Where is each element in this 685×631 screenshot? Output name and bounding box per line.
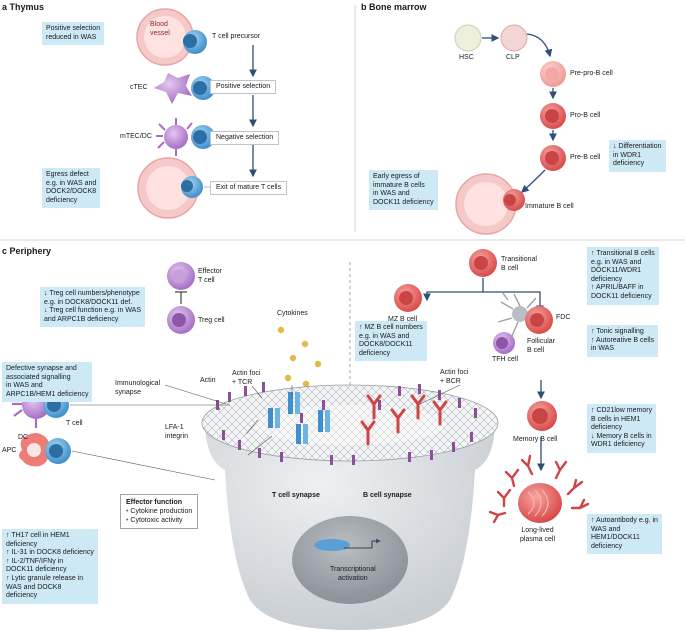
t-cell-label: T cell — [66, 420, 83, 427]
transitional-b-label: Transitional B cell — [501, 256, 537, 272]
synapse-leaders — [70, 384, 461, 481]
immature-b-label: Immature B cell — [525, 203, 574, 210]
tcr-receptors — [268, 392, 330, 444]
exit-mature-t-step: Exit of mature T cells — [210, 181, 288, 195]
effector-item-bullet: • — [126, 517, 129, 524]
positive-selection-step: Positive selection — [210, 80, 277, 94]
memory-b-label: Memory B cell — [513, 436, 558, 443]
apc-label: APC — [2, 447, 17, 454]
pre-pro-b-icon — [540, 61, 566, 87]
pro-b-icon — [540, 103, 566, 129]
actin-label: Actin — [200, 377, 216, 384]
apc-icon — [19, 433, 50, 467]
b-cell-synapse-label: B cell synapse — [363, 492, 412, 499]
pre-b-icon — [540, 145, 566, 171]
effector-t-icon — [167, 262, 195, 290]
bm-blood-vessel-icon — [455, 173, 517, 235]
mz-b-icon — [394, 284, 422, 312]
box-cd21: ↑ CD21low memory B cells in HEM1 deficie… — [587, 404, 657, 453]
effector-item-bullet: • — [126, 508, 129, 515]
t-cell-apc-icon — [45, 438, 71, 464]
t-cell-precursor-label: T cell precursor — [212, 33, 261, 40]
mature-t-cell-icon — [181, 176, 203, 198]
pre-b-label: Pre-B cell — [570, 154, 601, 161]
receptor-ring — [216, 382, 477, 465]
clp-label: CLP — [506, 54, 520, 61]
ctec-label: cTEC — [130, 84, 148, 91]
actin-foci-tcr-label: Actin foci + TCR — [232, 370, 261, 386]
hsc-label: HSC — [459, 54, 474, 61]
tfh-label: TFH cell — [492, 356, 519, 363]
treg-icon — [167, 306, 195, 334]
effector-function-title: Effector function — [126, 499, 182, 506]
clp-icon — [500, 24, 528, 52]
follicular-b-label: Follicular B cell — [527, 338, 556, 354]
effector-t-label: Effector T cell — [198, 268, 222, 284]
treg-label: Treg cell — [198, 317, 225, 324]
t-cell-precursor-icon — [183, 30, 207, 54]
plasma-cell-label: Long-lived plasma cell — [520, 527, 556, 543]
effector-function-box: Effector function • Cytokine production … — [120, 494, 199, 529]
box-mz-b: ↑ MZ B cell numbers e.g. in WAS and DOCK… — [355, 321, 427, 362]
pro-b-label: Pro-B cell — [570, 112, 601, 119]
box-autoantibody: ↑ Autoantibody e.g. in WAS and HEM1/DOCK… — [587, 514, 662, 555]
transitional-b-icon — [469, 249, 497, 277]
panel-a-title: a Thymus — [2, 2, 45, 12]
box-tonic: ↑ Tonic signalling ↑ Autoreative B cells… — [587, 325, 659, 357]
plasma-cell-icon — [518, 483, 562, 523]
box-early-egress: Early egress of immature B cells in WAS … — [369, 170, 438, 211]
transcriptional-label: Transcriptional activation — [330, 566, 376, 582]
hsc-icon — [454, 24, 482, 52]
negative-selection-step: Negative selection — [210, 131, 280, 145]
tfh-icon — [493, 332, 515, 354]
t-cell-synapse-label: T cell synapse — [272, 492, 320, 499]
panel-b-title: b Bone marrow — [361, 2, 427, 12]
lfa1-label: LFA-1 integrin — [165, 424, 188, 440]
box-defective-synapse: Defective synapse and associated signall… — [2, 362, 93, 403]
box-transitional: ↑ Transitional B cells e.g. in WAS and D… — [587, 247, 659, 305]
t-cell-ctec-icon — [191, 76, 215, 100]
actin-foci-bcr-label: Actin foci + BCR — [440, 369, 469, 385]
blood-vessel-top-icon — [136, 8, 194, 66]
mz-b-label: MZ B cell — [388, 316, 418, 323]
blood-vessel-label: Blood vessel — [150, 21, 170, 37]
follicular-b-icon — [525, 306, 553, 334]
blood-vessel-bottom-icon — [137, 157, 199, 219]
mtec-dc-icon — [156, 118, 193, 156]
memory-b-icon — [527, 401, 557, 431]
box-th17: ↑ TH17 cell in HEM1 deficiency ↑ IL-31 i… — [2, 529, 98, 604]
nucleus — [292, 516, 408, 604]
mtec-dc-label: mTEC/DC — [120, 133, 152, 140]
antibodies — [488, 454, 590, 524]
immunological-synapse-label: Immunological synapse — [115, 380, 161, 396]
bcr-receptors — [360, 394, 448, 446]
box-positive-selection: Positive selection reduced in WAS — [42, 22, 105, 46]
fdc-label: FDC — [556, 314, 571, 321]
panel-c-title: c Periphery — [2, 246, 52, 256]
dna-icon — [314, 539, 350, 551]
cytokines-label: Cytokines — [277, 310, 308, 317]
ctec-icon — [154, 73, 192, 104]
effector-item-cytotoxic: Cytotoxic activity — [130, 517, 183, 524]
box-differentiation: ↓ Differentiation in WDR1 deficiency — [609, 140, 666, 172]
t-cell-mtec-icon — [191, 125, 215, 149]
pre-pro-b-label: Pre-pro-B cell — [570, 70, 613, 77]
immature-b-icon — [503, 189, 525, 211]
box-treg: ↓ Treg cell numbers/phenotype e.g. in DO… — [40, 287, 146, 328]
effector-item-cytokine: Cytokine production — [130, 508, 193, 515]
dc-label: DC — [18, 434, 29, 441]
box-egress-defect: Egress defect e.g. in WAS and DOCK2/DOCK… — [42, 168, 101, 209]
